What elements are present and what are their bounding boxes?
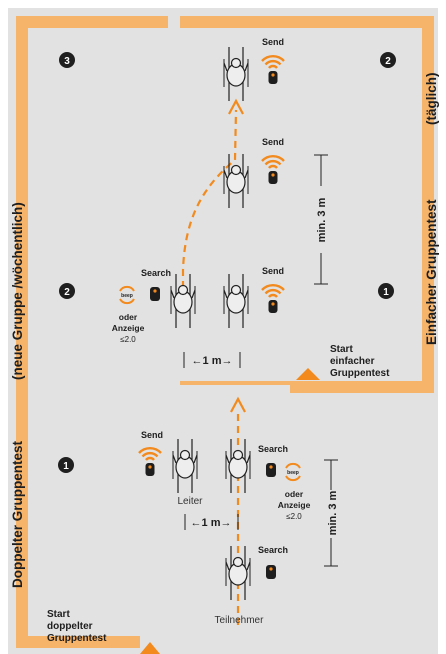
distance-double-label: min. 3 m — [327, 490, 339, 535]
svg-text:1: 1 — [383, 287, 389, 298]
marker-2-right: 2 — [380, 52, 396, 68]
double-test-sub-label: (neue Gruppe /wöchentlich) — [10, 202, 25, 380]
marker-1-double: 1 — [58, 457, 74, 473]
double-test-top-side-label: (neue Gruppe /wöchentlich) — [10, 202, 25, 380]
double-alt-line-2: Anzeige — [278, 500, 311, 510]
receiver-icon — [266, 463, 276, 477]
double-test-label: Doppelter Gruppentest — [10, 440, 25, 588]
svg-text:Gruppentest: Gruppentest — [47, 633, 107, 644]
search-label: Search — [141, 268, 171, 278]
start-simple-label: Start einfacher Gruppentest — [330, 344, 390, 379]
spacing-double: ←1 m→ — [184, 514, 239, 530]
send-label-bottom: Send — [262, 266, 284, 276]
simple-test-side-label: Einfacher Gruppentest (täglich) — [424, 73, 439, 346]
svg-text:einfacher: einfacher — [330, 356, 375, 367]
distance-simple: min. 3 m — [314, 154, 328, 285]
svg-text:Start: Start — [330, 344, 353, 355]
marker-1-right: 1 — [378, 283, 394, 299]
diagram-background — [8, 8, 438, 654]
double-test-arrow-head — [230, 396, 246, 413]
double-alt-line-3: ≤2.0 — [286, 512, 302, 521]
receiver-icon — [266, 565, 276, 579]
send-label-top: Send — [262, 37, 284, 47]
simple-test-frame — [180, 16, 434, 393]
simple-test-path — [181, 109, 238, 300]
svg-text:Start: Start — [47, 609, 70, 620]
double-search-label: Search — [258, 444, 288, 454]
svg-text:3: 3 — [64, 56, 70, 67]
start-double-triangle — [140, 642, 160, 654]
simple-test-label: Einfacher Gruppentest — [424, 199, 439, 345]
alt-display-line-2: Anzeige — [112, 323, 145, 333]
spacing-double-label: ←1 m→ — [191, 517, 232, 529]
double-beep-label: beep — [287, 470, 299, 476]
marker-3: 3 — [59, 52, 75, 68]
double-search-label-2: Search — [258, 545, 288, 555]
simple-test-sub-label: (täglich) — [424, 73, 439, 126]
svg-text:doppelter: doppelter — [47, 621, 93, 632]
leader-label: Leiter — [177, 496, 203, 507]
send-label-middle: Send — [262, 137, 284, 147]
double-test-frame — [16, 16, 168, 648]
alt-display-line-1: oder — [119, 312, 138, 322]
participant-label: Teilnehmer — [215, 615, 265, 626]
spacing-simple-label: ←1 m→ — [192, 355, 233, 367]
beep-label: beep — [121, 293, 133, 299]
svg-text:1: 1 — [63, 461, 69, 472]
svg-text:2: 2 — [64, 287, 70, 298]
start-simple-triangle — [296, 368, 320, 380]
start-double-label: Start doppelter Gruppentest — [47, 609, 107, 644]
alt-display-line-3: ≤2.0 — [120, 335, 136, 344]
svg-text:Gruppentest: Gruppentest — [330, 368, 390, 379]
marker-2-left: 2 — [59, 283, 75, 299]
double-send-label: Send — [141, 430, 163, 440]
double-test-bottom-side-label: Doppelter Gruppentest — [10, 440, 25, 588]
spacing-simple: ←1 m→ — [183, 352, 241, 368]
distance-simple-label: min. 3 m — [316, 197, 328, 242]
svg-text:2: 2 — [385, 56, 391, 67]
receiver-icon — [150, 287, 160, 301]
distance-double: min. 3 m — [324, 459, 339, 567]
double-alt-line-1: oder — [285, 489, 304, 499]
simple-test-arrow-head — [228, 98, 244, 115]
